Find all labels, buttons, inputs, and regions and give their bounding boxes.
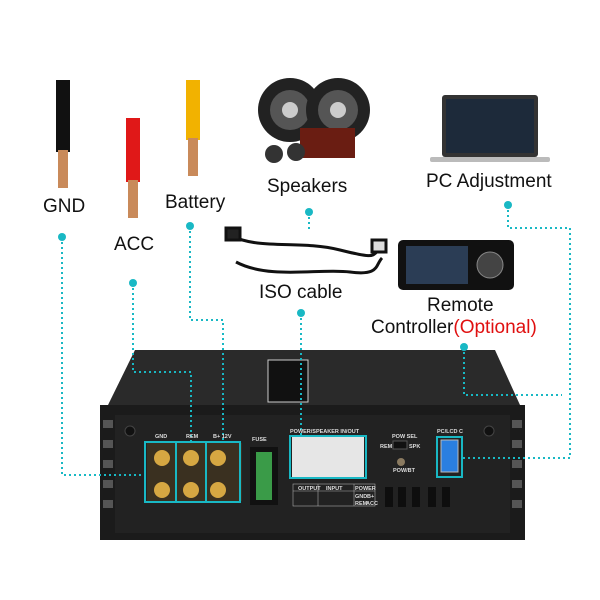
panel-sel-rem-label: REM bbox=[380, 444, 393, 450]
pc-adjustment-label: PC Adjustment bbox=[426, 171, 552, 192]
panel-p-bplus-label: B+ bbox=[367, 494, 374, 500]
battery-wire bbox=[186, 80, 200, 176]
speakers-image bbox=[258, 78, 370, 163]
iso-cable-image bbox=[224, 226, 388, 275]
fuse bbox=[250, 447, 278, 505]
panel-gnd-label: GND bbox=[155, 434, 167, 440]
pow-sel-switch[interactable] bbox=[392, 440, 408, 450]
panel-p-acc-label: ACC bbox=[366, 501, 378, 507]
power-terminals bbox=[147, 443, 242, 501]
laptop-image bbox=[430, 95, 550, 162]
panel-pow-bt-label: POW/BT bbox=[393, 468, 416, 474]
vents bbox=[385, 487, 450, 507]
controller-text: Controller bbox=[371, 317, 454, 338]
optional-text: (Optional) bbox=[453, 317, 537, 338]
iso-cable-label: ISO cable bbox=[259, 282, 343, 303]
gnd-wire bbox=[56, 80, 70, 188]
gnd-label: GND bbox=[43, 196, 86, 217]
acc-label: ACC bbox=[114, 234, 155, 255]
panel-input-label: INPUT bbox=[326, 486, 343, 492]
usb-port[interactable] bbox=[440, 439, 459, 473]
panel-sel-spk-label: SPK bbox=[409, 444, 420, 450]
speakers-label: Speakers bbox=[267, 176, 348, 197]
panel-p-gnd-label: GND bbox=[355, 494, 367, 500]
panel-output-label: OUTPUT bbox=[298, 486, 321, 492]
panel-fuse-label: FUSE bbox=[252, 437, 267, 443]
panel-power-label: POWER bbox=[355, 486, 376, 492]
power-speaker-connector[interactable] bbox=[292, 437, 364, 477]
panel-pow-sel-label: POW SEL bbox=[392, 434, 418, 440]
leader-lines bbox=[61, 205, 571, 476]
leader-dots bbox=[58, 201, 512, 351]
panel-connector-label: POWER/SPEAKER IN/OUT bbox=[290, 429, 360, 435]
controller-label: Controller(Optional) bbox=[371, 317, 537, 339]
battery-label: Battery bbox=[165, 192, 226, 213]
highlight-boxes bbox=[144, 435, 463, 503]
panel-rem-label: REM bbox=[186, 434, 199, 440]
acc-wire bbox=[126, 118, 140, 218]
output-input-table bbox=[292, 483, 376, 507]
panel-usb-label: PC/LCD C bbox=[437, 429, 463, 435]
pow-bt-button[interactable] bbox=[397, 458, 405, 466]
panel-bplus-label: B+ 12V bbox=[213, 434, 232, 440]
remote-label: Remote bbox=[427, 295, 494, 316]
panel-p-rem-label: REM bbox=[355, 501, 368, 507]
remote-controller-image bbox=[398, 240, 514, 290]
